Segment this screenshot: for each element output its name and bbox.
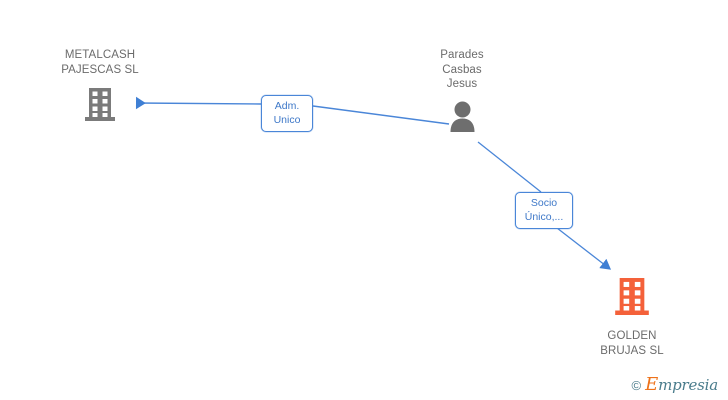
edge-label-socio-unico[interactable]: Socio Único,... [515, 192, 573, 229]
node-label-metalcash: METALCASH PAJESCAS SL [61, 49, 139, 76]
person-icon[interactable] [447, 101, 478, 137]
watermark-empresia: © Empresia [631, 374, 719, 395]
brand-rest: mpresia [658, 376, 718, 394]
brand-wordmark: Empresia [645, 374, 718, 395]
copyright-icon: © [631, 377, 642, 393]
graph-node-person[interactable]: Parades Casbas Jesus [396, 48, 528, 137]
edge-person-to-socio-label [477, 141, 542, 193]
graph-node-metalcash[interactable]: METALCASH PAJESCAS SL [34, 48, 166, 126]
company-building-icon[interactable] [85, 88, 115, 126]
node-label-golden-brujas: GOLDEN BRUJAS SL [600, 330, 664, 357]
graph-node-golden-brujas[interactable]: GOLDEN BRUJAS SL [566, 278, 698, 358]
edge-socio-label-to-golden [556, 227, 612, 270]
brand-initial: E [645, 374, 659, 395]
company-building-icon[interactable] [615, 278, 649, 320]
edge-label-adm-unico[interactable]: Adm. Unico [261, 95, 313, 132]
node-label-person: Parades Casbas Jesus [440, 49, 484, 90]
